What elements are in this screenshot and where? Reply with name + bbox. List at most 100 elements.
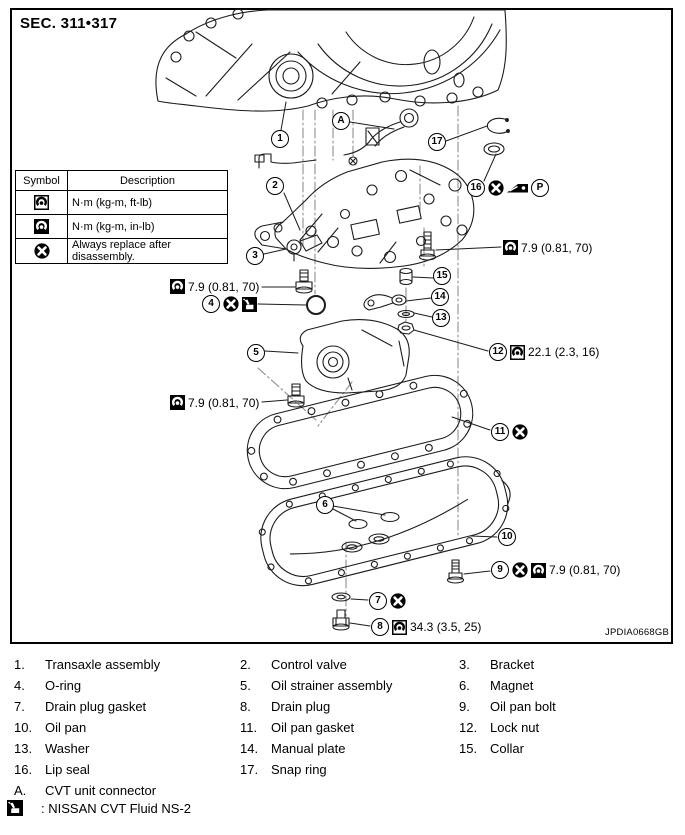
parts-row: 13. Washer 14. Manual plate 15. Collar <box>14 741 524 756</box>
callout-9: 9 <box>491 561 509 579</box>
callout-6: 6 <box>316 496 334 514</box>
figure-code: JPDIA0668GB <box>605 627 669 638</box>
torque-wrench-filled-icon <box>170 279 185 294</box>
legend-header-symbol: Symbol <box>15 170 68 191</box>
callout-12: 12 <box>489 343 507 361</box>
part-name: Snap ring <box>271 762 327 777</box>
torque-wrench-filled-icon <box>34 219 49 234</box>
part-number: 16. <box>14 762 33 777</box>
special-tool-icon <box>507 184 528 193</box>
part-name: Drain plug <box>271 699 331 714</box>
always-replace-icon <box>512 424 528 440</box>
callout-16-row: 16 P <box>467 179 549 197</box>
part-number: 13. <box>14 741 33 756</box>
part-number: 4. <box>14 678 25 693</box>
part-number: 9. <box>459 699 470 714</box>
legend-header-description: Description <box>67 170 228 191</box>
callout-17: 17 <box>428 133 446 151</box>
part-number: 5. <box>240 678 251 693</box>
callout-7: 7 <box>369 592 387 610</box>
torque-wrench-filled-icon <box>531 562 546 578</box>
callout-3: 3 <box>246 247 264 265</box>
part-number: 8. <box>240 699 251 714</box>
part-name: O-ring <box>45 678 82 693</box>
torque-wrench-open-icon <box>34 195 49 210</box>
torque-value: 22.1 (2.3, 16) <box>528 345 600 359</box>
callout-1: 1 <box>271 130 289 148</box>
legend-desc-inlb: N·m (kg-m, in-lb) <box>67 214 228 239</box>
fluid-note: : NISSAN CVT Fluid NS-2 <box>41 800 192 816</box>
part-number: 14. <box>240 741 259 756</box>
fluid-note-row: : NISSAN CVT Fluid NS-2 <box>7 800 191 816</box>
part-number: 17. <box>240 762 259 777</box>
part-name: Oil pan <box>45 720 87 735</box>
symbol-legend-table: Symbol Description N·m (kg-m, ft-lb) N·m… <box>15 170 228 264</box>
parts-row: 4. O-ring 5. Oil strainer assembly 6. Magne… <box>14 678 533 693</box>
part-name: CVT unit connector <box>45 783 157 798</box>
torque-value: 7.9 (0.81, 70) <box>549 563 621 577</box>
part-number: 12. <box>459 720 478 735</box>
apply-petroleum-jelly-mark: P <box>531 179 549 197</box>
torque-valve-bolt: 7.9 (0.81, 70) <box>503 240 592 255</box>
part-name: Drain plug gasket <box>45 699 147 714</box>
parts-row-connector: A. CVT unit connector <box>14 783 240 798</box>
callout-14: 14 <box>431 288 449 306</box>
part-name: Lock nut <box>490 720 540 735</box>
callout-9-row: 9 7.9 (0.81, 70) <box>491 561 620 579</box>
part-name: Manual plate <box>271 741 346 756</box>
callout-11-row: 11 <box>491 423 528 441</box>
part-name: Transaxle assembly <box>45 657 161 672</box>
part-name: Bracket <box>490 657 535 672</box>
always-replace-icon <box>33 243 50 259</box>
part-number: 3. <box>459 657 470 672</box>
part-number: A. <box>14 783 27 798</box>
callout-4: 4 <box>202 295 220 313</box>
parts-row: 7. Drain plug gasket 8. Drain plug 9. Oil p… <box>14 699 556 714</box>
diagram-panel-border <box>10 8 673 644</box>
part-name: Washer <box>45 741 90 756</box>
legend-desc-ftlb: N·m (kg-m, ft-lb) <box>67 190 228 215</box>
callout-15: 15 <box>433 267 451 285</box>
part-name: Oil pan gasket <box>271 720 355 735</box>
always-replace-icon <box>512 562 528 578</box>
torque-wrench-filled-icon <box>170 395 185 410</box>
part-name: Oil pan bolt <box>490 699 556 714</box>
part-name: Magnet <box>490 678 534 693</box>
torque-bracket-bolt: 7.9 (0.81, 70) <box>170 279 259 294</box>
part-name: Oil strainer assembly <box>271 678 393 693</box>
torque-value: 7.9 (0.81, 70) <box>188 279 260 294</box>
callout-8: 8 <box>371 618 389 636</box>
torque-wrench-open-icon <box>510 344 525 360</box>
part-name: Control valve <box>271 657 347 672</box>
part-number: 10. <box>14 720 33 735</box>
callout-A: A <box>332 112 350 130</box>
part-number: 2. <box>240 657 251 672</box>
callout-11: 11 <box>491 423 509 441</box>
part-number: 11. <box>240 720 258 735</box>
torque-value: 7.9 (0.81, 70) <box>521 240 593 255</box>
parts-row: 1.Transaxle assembly 2.Control valve 3.B… <box>14 657 534 672</box>
callout-2: 2 <box>266 177 284 195</box>
always-replace-icon <box>488 180 504 196</box>
part-name: Lip seal <box>45 762 90 777</box>
parts-row: 10. Oil pan 11. Oil pan gasket 12. Lock nut <box>14 720 539 735</box>
part-name: Collar <box>490 741 524 756</box>
callout-4-row: 4 <box>202 295 257 313</box>
callout-16: 16 <box>467 179 485 197</box>
part-number: 15. <box>459 741 478 756</box>
parts-row: 16. Lip seal 17. Snap ring <box>14 762 459 777</box>
cvt-fluid-icon <box>7 800 23 816</box>
section-label: SEC. 311•317 <box>20 15 118 32</box>
cvt-fluid-icon <box>242 296 257 312</box>
callout-7-row: 7 <box>369 592 406 610</box>
torque-wrench-filled-icon <box>503 240 518 255</box>
always-replace-icon <box>390 593 406 609</box>
always-replace-icon <box>223 296 239 312</box>
part-number: 6. <box>459 678 470 693</box>
part-number: 7. <box>14 699 25 714</box>
torque-wrench-open-icon <box>392 619 407 635</box>
torque-value: 34.3 (3.5, 25) <box>410 620 482 634</box>
callout-10: 10 <box>498 528 516 546</box>
legend-desc-replace: Always replace after disassembly. <box>67 238 228 264</box>
